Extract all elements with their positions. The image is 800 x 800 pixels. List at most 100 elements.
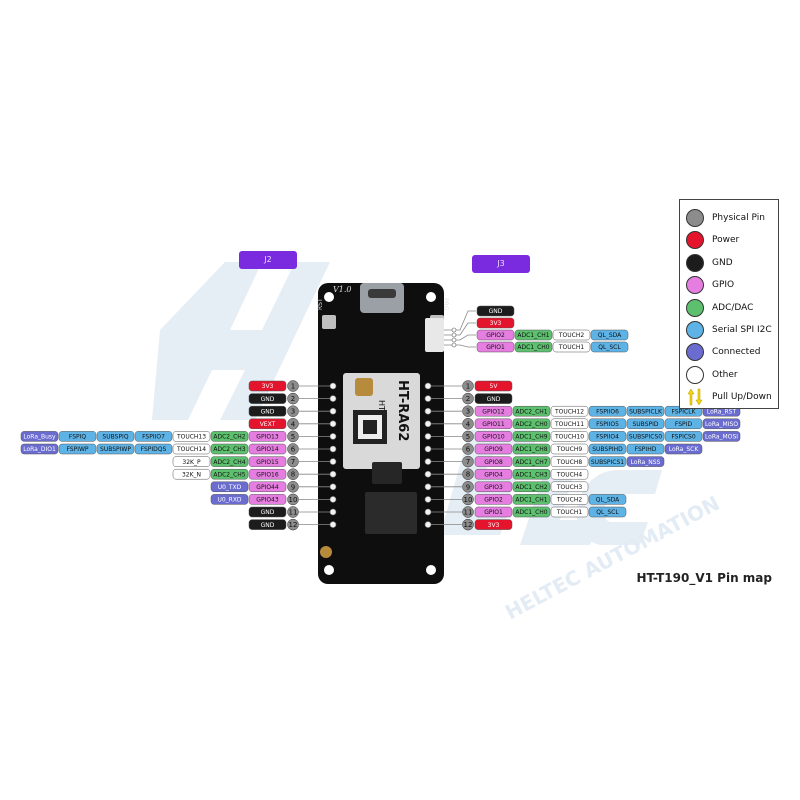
left-pin-11-label: GND: [248, 506, 287, 518]
right-pin-2: 2: [462, 392, 474, 405]
connector-pin-4-label: TOUCH1: [552, 341, 591, 353]
right-pin-1-label-text: 5V: [490, 383, 499, 390]
left-pin-7-label-bg: [172, 456, 211, 467]
left-pin-6-label-bg: [172, 443, 211, 455]
left-pin-6-label: FSPIDQS: [134, 443, 173, 455]
legend-label: GPIO: [712, 280, 735, 291]
legend-label: GND: [712, 257, 733, 268]
left-pin-8-label-bg: [248, 468, 287, 480]
left-pin-5-label-text: FSPIIO7: [142, 434, 165, 441]
header-hole: [424, 483, 432, 491]
right-pin-4-label-bg: [626, 418, 665, 430]
right-pin-2-label-bg: [474, 393, 513, 404]
left-pin-5-label: GPIO13: [248, 431, 287, 442]
right-pin-5-label-text: FSPIIO4: [596, 434, 619, 441]
left-pin-6-label-bg: [210, 443, 249, 455]
right-pin-10-label-bg: [550, 494, 589, 505]
right-pin-7-label: ADC1_CH7: [512, 456, 551, 467]
connector-pin-3-label-bg: [476, 329, 515, 341]
right-pin-6-label-text: LoRa_SCK: [669, 446, 700, 453]
right-pin-4-label-bg: [588, 418, 627, 430]
right-pin-10-label: QL_SDA: [588, 494, 627, 505]
pin-number: 1: [466, 383, 470, 391]
right-pin-4-label-bg: [702, 418, 741, 430]
connector-dot: [451, 327, 457, 333]
left-pin-4: 4: [287, 418, 299, 430]
left-pin-9-label-bg: [210, 481, 249, 493]
right-pin-12-label-text: 3V3: [488, 522, 500, 529]
left-pin-12-label-text: GND: [261, 522, 275, 529]
physical-pin-circle: [462, 493, 474, 506]
header-j2: J2: [239, 251, 297, 269]
left-pin-6-label: TOUCH14: [172, 443, 211, 455]
right-pin-5-label-bg: [664, 431, 703, 442]
right-pin-6-label-text: ADC1_CH8: [515, 446, 547, 453]
right-pin-6-label-bg: [588, 443, 627, 455]
right-pin-11-label: TOUCH1: [550, 506, 589, 518]
right-pin-6-label: ADC1_CH8: [512, 443, 551, 455]
left-pin-4-label-bg: [248, 418, 287, 430]
right-pin-4-label: GPIO11: [474, 418, 513, 430]
left-pin-3-label: GND: [248, 405, 287, 417]
left-pin-10-label-bg: [210, 494, 249, 505]
physical-pin-circle: [462, 430, 474, 443]
right-pin-11: 11: [462, 506, 474, 518]
left-pin-11-label-bg: [248, 506, 287, 518]
physical-pin-circle: [287, 430, 299, 443]
physical-pin-circle: [287, 455, 299, 468]
right-pin-3-label: GPIO12: [474, 405, 513, 417]
right-pin-4-label-text: ADC2_CH0: [515, 421, 547, 428]
left-pin-12-label-bg: [248, 519, 287, 530]
left-pin-5-label: LoRa_Busy: [20, 431, 59, 442]
right-pin-3-label-text: TOUCH12: [554, 408, 584, 415]
right-pin-3-label: SUBSPICLK: [626, 405, 665, 417]
left-pin-3: 3: [287, 405, 299, 417]
pin-number: 5: [466, 433, 470, 441]
left-pin-8-label: GPIO16: [248, 468, 287, 480]
legend-swatch-physical: [686, 209, 704, 227]
right-pin-7-label-bg: [588, 456, 627, 467]
left-pin-12: 12: [287, 518, 299, 531]
connector-pin-3-label-bg: [590, 329, 629, 341]
right-pin-5-label: FSPICS0: [664, 431, 703, 442]
connector-pin-3-label-text: TOUCH2: [558, 332, 584, 339]
mount-hole: [426, 565, 436, 575]
right-pin-9-label-bg: [474, 481, 513, 493]
connector-pin-4-label-text: GPIO1: [486, 344, 505, 351]
right-pin-6-label-text: SUBSPIHD: [592, 446, 623, 453]
legend-item: Physical Pin: [686, 208, 765, 228]
left-pin-12-label: GND: [248, 519, 287, 530]
left-pin-9-label-bg: [248, 481, 287, 493]
physical-pin-circle: [462, 481, 474, 493]
right-pin-5-label: FSPIIO4: [588, 431, 627, 442]
module-badge: HT: [377, 400, 386, 411]
left-pin-7-label-bg: [248, 456, 287, 467]
legend-item: Serial SPI I2C: [686, 320, 772, 340]
physical-pin-circle: [287, 443, 299, 455]
left-pin-10-label-text: GPIO43: [256, 497, 279, 504]
rst-label: RST: [317, 298, 324, 310]
right-pin-4-label-text: FSPID: [675, 421, 693, 428]
pin-number: 8: [291, 471, 295, 479]
legend-label: Pull Up/Down: [712, 392, 772, 403]
connector-pin-3-label: ADC1_CH1: [514, 329, 553, 341]
right-pin-12-label-bg: [474, 519, 513, 530]
right-pin-7-label-text: GPIO8: [484, 459, 503, 466]
mcu-chip: [365, 492, 417, 534]
right-pin-3-label-bg: [550, 405, 589, 417]
right-pin-5-label-text: ADC1_CH9: [515, 434, 547, 441]
header-hole: [329, 470, 337, 478]
left-pin-6-label: ADC2_CH3: [210, 443, 249, 455]
left-pin-5-label-bg: [58, 431, 97, 442]
right-pin-4-label-bg: [512, 418, 551, 430]
header-hole: [329, 395, 337, 402]
right-pin-11-label-bg: [474, 506, 513, 518]
left-pin-6: 6: [287, 443, 299, 455]
right-pin-7-label: SUBSPICS1: [588, 456, 627, 467]
left-pin-3-label-bg: [248, 405, 287, 417]
left-pin-6-label: SUBSPIWP: [96, 443, 135, 455]
right-pin-7-label-text: ADC1_CH7: [515, 459, 547, 466]
header-hole: [329, 508, 337, 516]
left-pin-7-label: GPIO15: [248, 456, 287, 467]
right-pin-3-label-bg: [512, 405, 551, 417]
